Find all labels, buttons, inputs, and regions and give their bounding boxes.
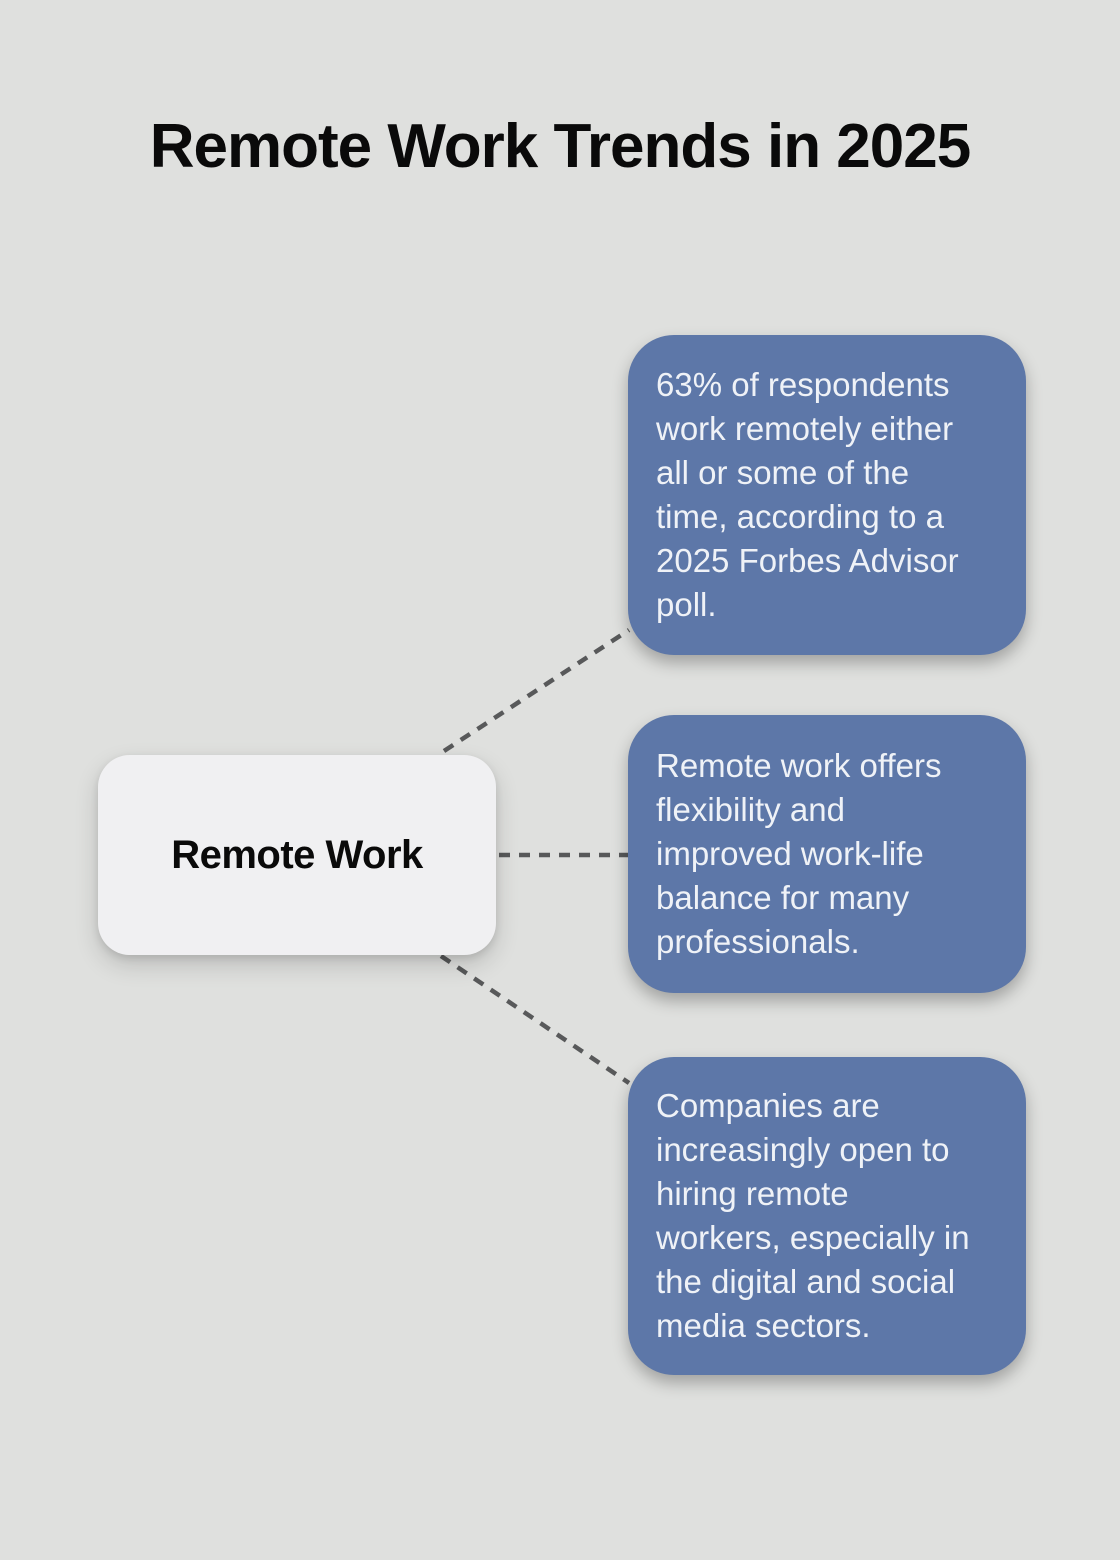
info-card-forbes-poll-stat: 63% of respondents work remotely either … — [628, 335, 1026, 655]
info-card-text: 63% of respondents work remotely either … — [656, 366, 959, 623]
central-node-label: Remote Work — [171, 832, 423, 877]
connector-top — [442, 628, 631, 753]
central-node-remote-work: Remote Work — [98, 755, 496, 955]
connector-bottom — [439, 954, 631, 1085]
info-card-text: Companies are increasingly open to hirin… — [656, 1087, 970, 1344]
page-title: Remote Work Trends in 2025 — [149, 112, 971, 181]
info-card-text: Remote work offers flexibility and impro… — [656, 747, 942, 960]
info-card-flexibility-benefit: Remote work offers flexibility and impro… — [628, 715, 1026, 993]
info-card-hiring-openness: Companies are increasingly open to hirin… — [628, 1057, 1026, 1375]
